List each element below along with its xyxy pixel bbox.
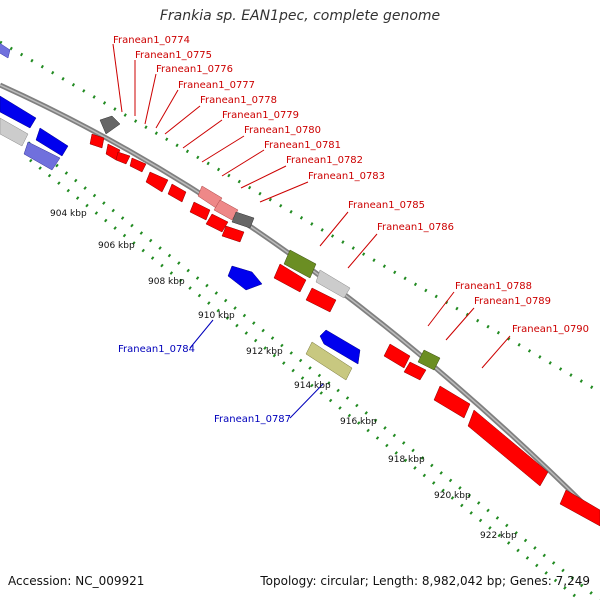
gene-arrow[interactable]	[221, 225, 245, 243]
gene-arrow[interactable]	[0, 95, 37, 129]
gene-arrow[interactable]	[383, 343, 411, 369]
gene-arrow[interactable]	[189, 201, 211, 221]
leader-line	[189, 319, 214, 349]
gene-label[interactable]: Franean1_0774	[113, 35, 190, 46]
gene-arrow[interactable]	[305, 341, 353, 381]
gene-label[interactable]: Franean1_0781	[264, 140, 341, 151]
gene-arrow[interactable]	[89, 133, 105, 149]
leader-line	[289, 383, 324, 419]
blue-leader-lines	[189, 319, 324, 419]
tick-label: 920 kbp	[434, 491, 471, 501]
leader-line	[481, 335, 511, 369]
gene-arrow[interactable]	[0, 117, 29, 147]
leader-line	[240, 165, 287, 189]
gene-arrow[interactable]	[417, 349, 441, 371]
gene-arrow[interactable]	[227, 265, 263, 291]
accession-text: Accession: NC_009921	[8, 574, 145, 588]
gene-arrow[interactable]	[0, 42, 11, 59]
gene-arrow[interactable]	[129, 157, 147, 173]
gene-arrow[interactable]	[283, 249, 317, 279]
gene-arrow[interactable]	[467, 409, 549, 487]
gene-arrow[interactable]	[23, 141, 61, 171]
leader-line	[164, 105, 201, 135]
tick-label: 912 kbp	[246, 347, 283, 357]
gene-arrow[interactable]	[433, 385, 471, 419]
tick-labels: 904 kbp 906 kbp 908 kbp 910 kbp 912 kbp 914 k…	[50, 209, 517, 541]
leader-line	[112, 43, 123, 113]
gene-arrow[interactable]	[35, 127, 69, 157]
label-leader-lines	[112, 43, 511, 369]
gene-arrow[interactable]	[403, 361, 427, 381]
tick-label: 910 kbp	[198, 311, 235, 321]
gene-label[interactable]: Franean1_0778	[200, 95, 277, 106]
gene-label[interactable]: Franean1_0782	[286, 155, 363, 166]
tick-label: 922 kbp	[480, 531, 517, 541]
gene-label[interactable]: Franean1_0777	[178, 80, 255, 91]
gene-arrow[interactable]	[167, 183, 187, 203]
leader-line	[155, 89, 179, 129]
map-title: Frankia sp. EAN1pec, complete genome	[159, 8, 441, 24]
tick-label: 908 kbp	[148, 277, 185, 287]
gene-label[interactable]: Franean1_0786	[377, 222, 454, 233]
inner-guide-line	[0, 118, 600, 600]
leader-line	[427, 291, 455, 327]
gene-label[interactable]: Franean1_0779	[222, 110, 299, 121]
leader-line	[319, 211, 349, 247]
gene-arrow[interactable]	[99, 115, 121, 135]
outer-guide-line	[0, 40, 600, 394]
gene-label[interactable]: Franean1_0780	[244, 125, 321, 136]
gene-arrow[interactable]	[273, 263, 307, 293]
gene-label[interactable]: Franean1_0775	[135, 50, 212, 61]
gene-arrow[interactable]	[319, 329, 361, 365]
gene-label[interactable]: Franean1_0783	[308, 171, 385, 182]
tick-label: 914 kbp	[294, 381, 331, 391]
leader-line	[201, 135, 245, 163]
gene-label[interactable]: Franean1_0784	[118, 344, 195, 355]
gene-arrow[interactable]	[559, 489, 600, 527]
leader-line	[221, 149, 265, 177]
leader-line	[347, 233, 378, 269]
gene-label[interactable]: Franean1_0789	[474, 296, 551, 307]
gene-label[interactable]: Franean1_0788	[455, 281, 532, 292]
gene-arrow[interactable]	[115, 151, 131, 165]
tick-label: 918 kbp	[388, 455, 425, 465]
leader-line	[445, 307, 475, 341]
tick-label: 906 kbp	[98, 241, 135, 251]
gene-label[interactable]: Franean1_0785	[348, 200, 425, 211]
gene-label[interactable]: Franean1_0790	[512, 324, 589, 335]
gene-arrow[interactable]	[145, 171, 169, 193]
tick-label: 904 kbp	[50, 209, 87, 219]
gene-arrow[interactable]	[305, 287, 337, 313]
leader-line	[144, 73, 157, 125]
leader-line	[259, 181, 309, 203]
leader-line	[182, 119, 223, 149]
gene-arrow[interactable]	[205, 213, 229, 233]
gene-arrow[interactable]	[315, 269, 351, 299]
gene-arrow[interactable]	[213, 199, 239, 221]
gene-arrow[interactable]	[231, 211, 255, 229]
tick-guide-lines	[0, 40, 600, 600]
gene-features	[0, 42, 600, 527]
gene-labels-forward: Franean1_0774Franean1_0775Franean1_0776F…	[113, 35, 589, 335]
gene-label[interactable]: Franean1_0776	[156, 64, 233, 75]
genome-summary-text: Topology: circular; Length: 8,982,042 bp…	[260, 574, 590, 588]
tick-label: 916 kbp	[340, 417, 377, 427]
gene-label[interactable]: Franean1_0787	[214, 414, 291, 425]
